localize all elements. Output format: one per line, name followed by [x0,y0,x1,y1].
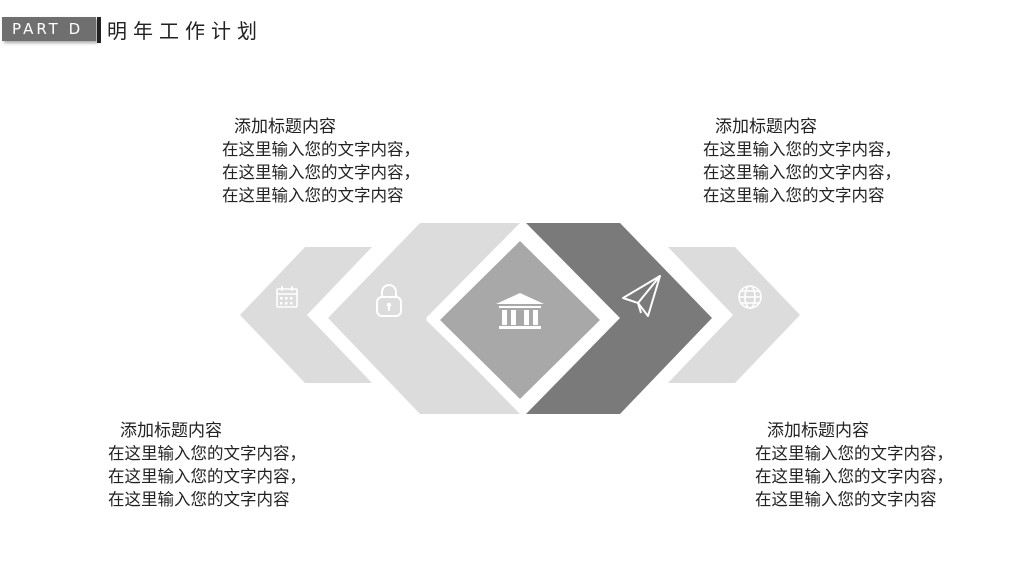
right-inner-chevron [526,223,712,414]
text-block-bottom-left: 添加标题内容 在这里输入您的文字内容，在这里输入您的文字内容，在这里输入您的文字… [108,420,308,511]
lock-icon [376,284,402,317]
block-body: 在这里输入您的文字内容，在这里输入您的文字内容，在这里输入您的文字内容 [108,444,306,509]
block-body: 在这里输入您的文字内容，在这里输入您的文字内容，在这里输入您的文字内容 [703,140,901,205]
right-outer-chevron [668,247,800,383]
text-block-top-left: 添加标题内容 在这里输入您的文字内容，在这里输入您的文字内容，在这里输入您的文字… [222,116,422,207]
globe-icon [738,285,762,309]
block-body: 在这里输入您的文字内容，在这里输入您的文字内容，在这里输入您的文字内容 [222,140,420,205]
part-divider [97,17,101,43]
page-title: 明年工作计划 [107,19,263,43]
block-title: 添加标题内容 [234,117,336,137]
left-inner-chevron [328,223,520,414]
left-outer-chevron [240,247,372,383]
center-diamond [440,241,600,399]
block-body: 在这里输入您的文字内容，在这里输入您的文字内容，在这里输入您的文字内容 [755,444,953,509]
block-title: 添加标题内容 [715,117,817,137]
calendar-icon [276,286,298,308]
paper-plane-icon [622,275,661,317]
text-block-bottom-right: 添加标题内容 在这里输入您的文字内容，在这里输入您的文字内容，在这里输入您的文字… [755,420,955,511]
part-badge: PART D [2,17,96,41]
bank-icon [496,293,544,329]
block-title: 添加标题内容 [767,421,869,441]
text-block-top-right: 添加标题内容 在这里输入您的文字内容，在这里输入您的文字内容，在这里输入您的文字… [703,116,903,207]
block-title: 添加标题内容 [120,421,222,441]
